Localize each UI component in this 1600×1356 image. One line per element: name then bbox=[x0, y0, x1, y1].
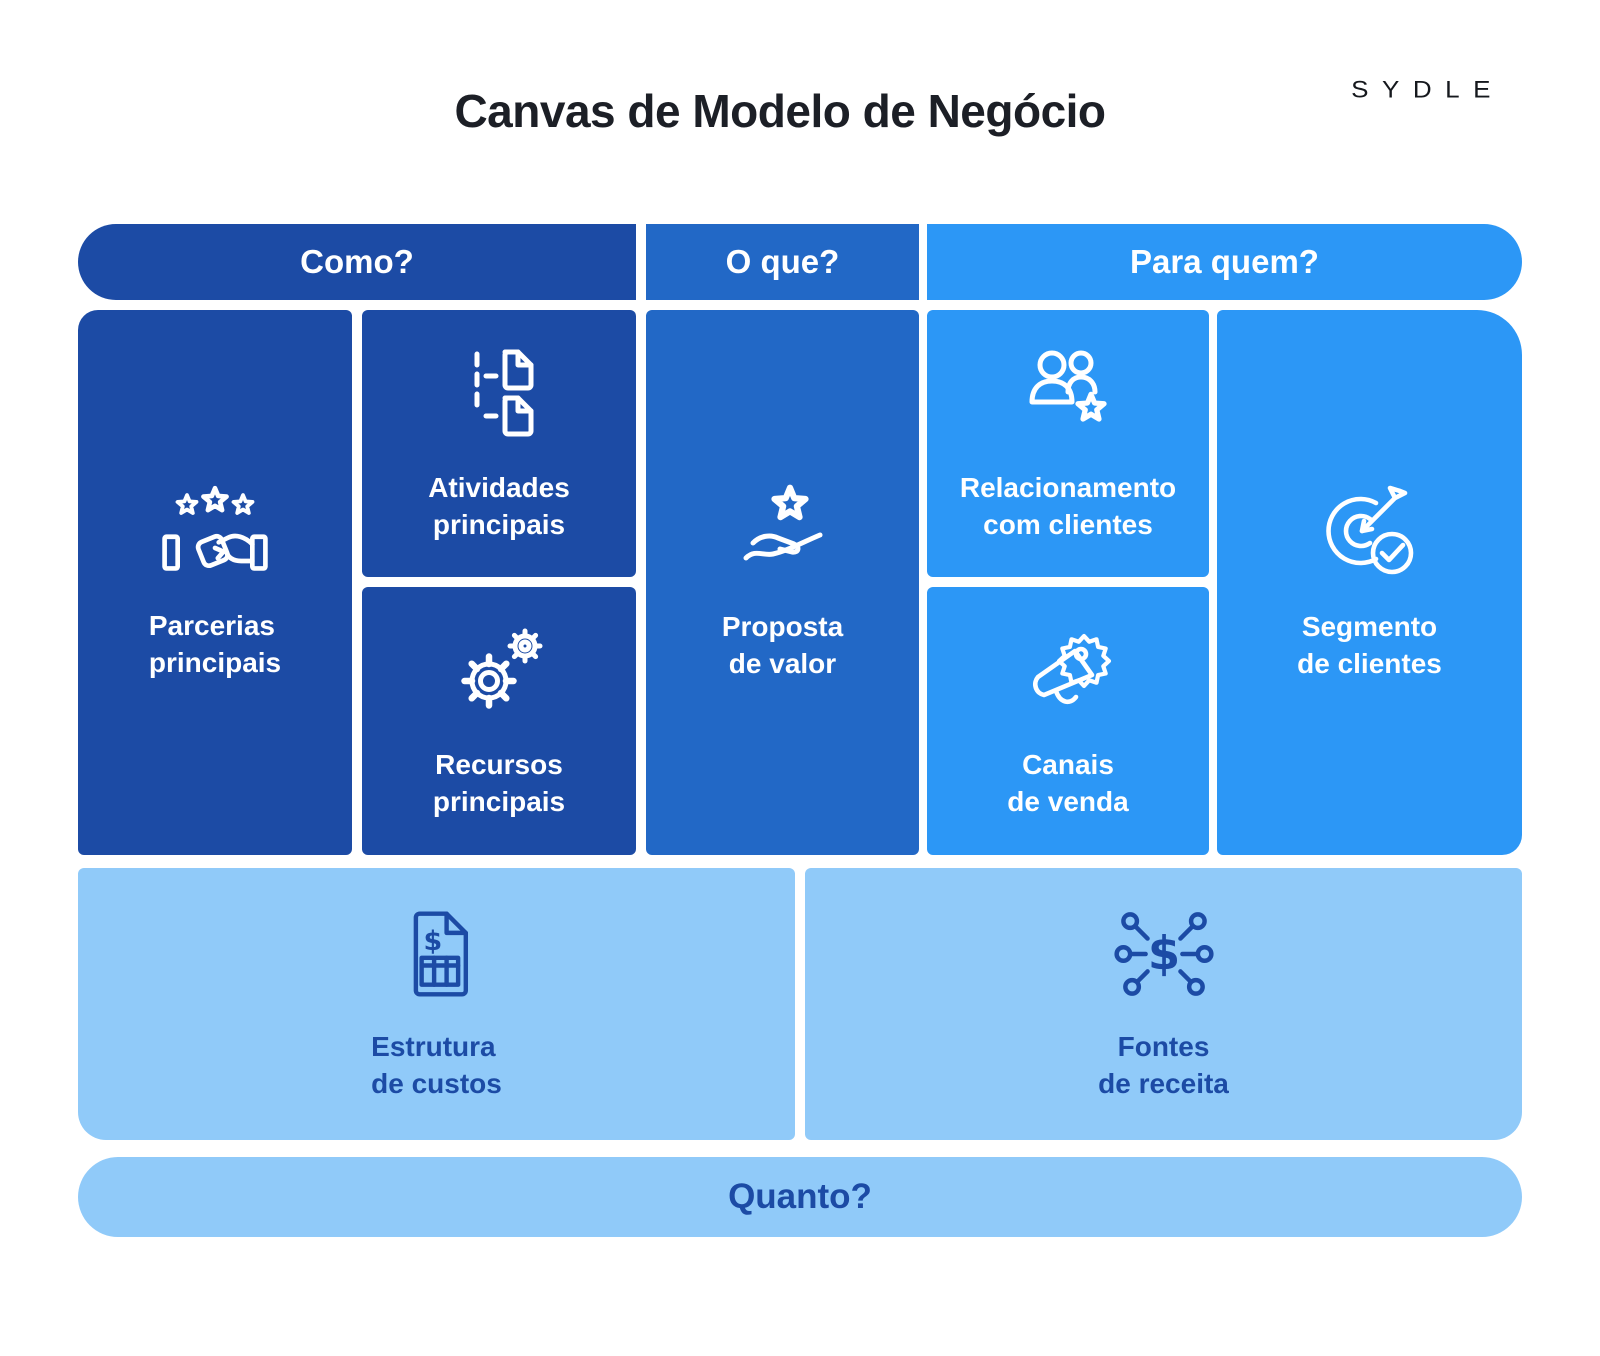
block-label: Proposta de valor bbox=[721, 610, 844, 679]
handshake-stars-icon bbox=[159, 484, 271, 582]
sydle-logo: SYDLE bbox=[1351, 75, 1504, 103]
block-parcerias-principais: Parcerias principais bbox=[78, 310, 352, 855]
footer-quanto: Quanto? bbox=[78, 1157, 1522, 1237]
block-label: Parcerias principais bbox=[148, 609, 282, 678]
block-label: Fontes de receita bbox=[1098, 1031, 1229, 1099]
block-atividades-principais: Atividades principais bbox=[362, 310, 636, 577]
svg-text:$: $ bbox=[423, 926, 442, 957]
hand-star-icon bbox=[731, 483, 835, 583]
svg-text:$: $ bbox=[1147, 927, 1179, 981]
block-label: Recursos principais bbox=[432, 749, 566, 817]
column-header-label: Como? bbox=[300, 243, 414, 280]
canvas-grid: Como? O que? Para quem? bbox=[78, 224, 1522, 1237]
block-canais-de-venda: Canais de venda bbox=[927, 587, 1209, 855]
column-header-label: O que? bbox=[725, 243, 840, 280]
bottom-row: $ Estrutura de custos $ bbox=[78, 868, 1522, 1140]
workflow-documents-icon bbox=[449, 344, 549, 444]
invoice-icon: $ bbox=[389, 905, 485, 1003]
block-label: Atividades principais bbox=[428, 471, 570, 540]
people-star-icon bbox=[1018, 344, 1118, 444]
column-header-label: Para quem? bbox=[1130, 243, 1319, 280]
block-label: Estrutura de custos bbox=[371, 1031, 502, 1099]
gears-icon bbox=[449, 621, 549, 721]
column-header-para-quem: Para quem? bbox=[927, 224, 1522, 300]
megaphone-burst-icon bbox=[1016, 621, 1120, 721]
block-fontes-de-receita: $ Fontes de receita bbox=[805, 868, 1522, 1140]
footer-label: Quanto? bbox=[728, 1177, 872, 1216]
block-relacionamento-com-clientes: Relacionamento com clientes bbox=[927, 310, 1209, 577]
block-estrutura-de-custos: $ Estrutura de custos bbox=[78, 868, 795, 1140]
target-check-icon bbox=[1318, 483, 1422, 583]
money-network-icon: $ bbox=[1106, 905, 1222, 1003]
page-title: Canvas de Modelo de Negócio bbox=[454, 85, 1106, 137]
block-proposta-de-valor: Proposta de valor bbox=[646, 310, 919, 855]
block-recursos-principais: Recursos principais bbox=[362, 587, 636, 855]
block-label: Segmento de clientes bbox=[1297, 610, 1442, 679]
block-segmento-de-clientes: Segmento de clientes bbox=[1217, 310, 1522, 855]
column-header-o-que: O que? bbox=[646, 224, 919, 300]
block-label: Canais de venda bbox=[1007, 749, 1129, 817]
block-label: Relacionamento com clientes bbox=[959, 471, 1177, 540]
column-header-como: Como? bbox=[78, 224, 636, 300]
